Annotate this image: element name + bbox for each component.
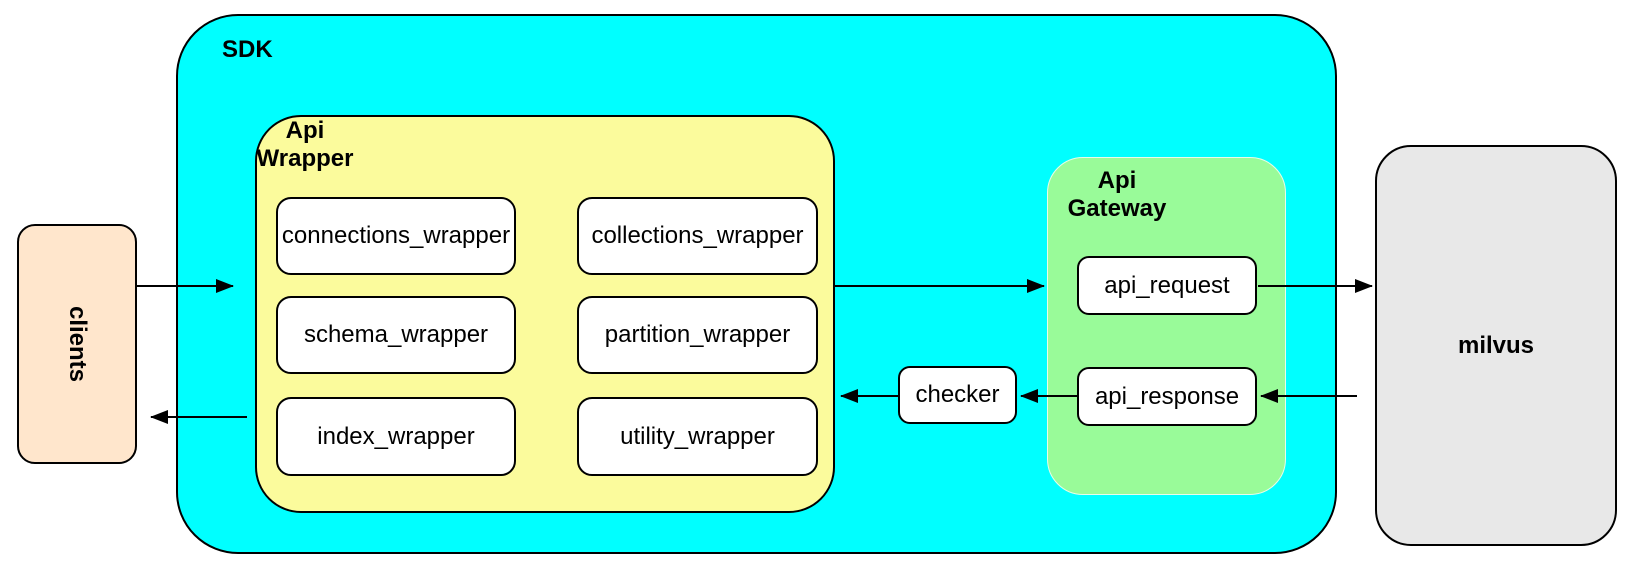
api-wrapper-label-line2: Wrapper — [256, 145, 354, 172]
api-gateway-label-line2: Gateway — [1067, 195, 1167, 222]
api-gateway-label-line1: Api — [1097, 167, 1137, 194]
sdk-label: SDK — [222, 36, 273, 63]
api-wrapper-label: Api Wrapper — [255, 117, 355, 173]
clients-node: clients — [17, 224, 137, 464]
milvus-node: milvus — [1375, 145, 1617, 546]
api-request-node: api_request — [1077, 256, 1257, 315]
api-response-node: api_response — [1077, 367, 1257, 426]
api-gateway-label: Api Gateway — [1062, 167, 1172, 223]
api-wrapper-label-line1: Api — [285, 117, 325, 144]
clients-label: clients — [64, 305, 91, 383]
api-gateway-container — [1047, 157, 1286, 495]
partition-wrapper-node: partition_wrapper — [577, 296, 818, 374]
collections-wrapper-node: collections_wrapper — [577, 197, 818, 275]
utility-wrapper-node: utility_wrapper — [577, 397, 818, 476]
index-wrapper-node: index_wrapper — [276, 397, 516, 476]
checker-node: checker — [898, 366, 1017, 424]
schema-wrapper-node: schema_wrapper — [276, 296, 516, 374]
connections-wrapper-node: connections_wrapper — [276, 197, 516, 275]
